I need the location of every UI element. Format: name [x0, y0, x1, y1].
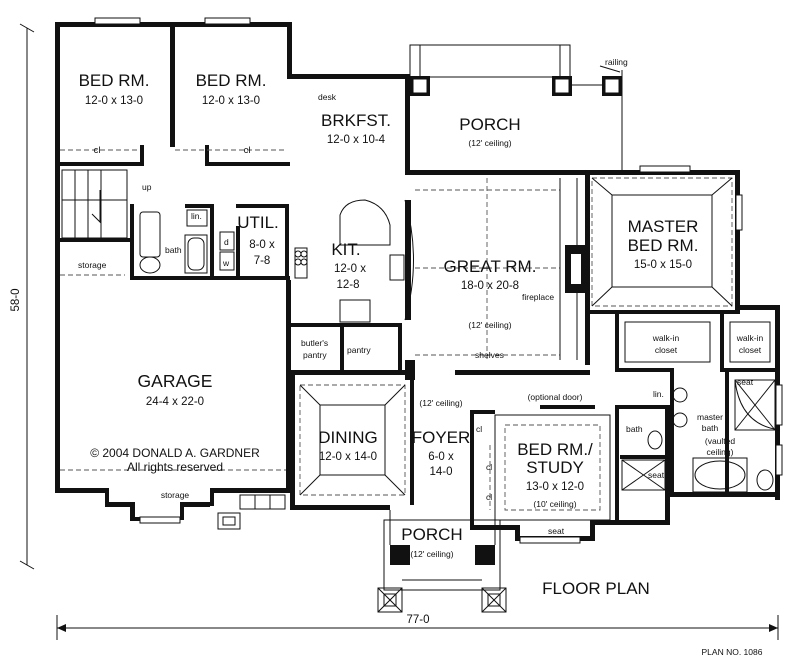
kitchen-dims-1: 12-0 x: [334, 263, 366, 275]
depth-dimension-label: 58-0: [10, 288, 22, 311]
util-dims-1: 8-0 x: [249, 239, 275, 251]
columns: [217, 76, 622, 613]
master-name-1: MASTER: [628, 217, 699, 236]
front-porch-name: PORCH: [401, 525, 462, 544]
bath-label: bath: [165, 245, 182, 255]
walkin-left-2: closet: [655, 345, 678, 355]
master-name-2: BED RM.: [628, 236, 699, 255]
kitchen-name: KIT.: [331, 240, 360, 259]
util-name: UTIL.: [237, 213, 279, 232]
shelves-label: shelves: [475, 350, 504, 360]
dining-name: DINING: [318, 428, 378, 447]
windows: [94, 17, 783, 544]
dryer-label: d: [224, 237, 229, 247]
bed-room-1-dims: 12-0 x 13-0: [85, 95, 143, 107]
master-bath-seat: seat: [737, 377, 754, 387]
walls: [55, 22, 780, 541]
foyer-dims-2: 14-0: [429, 466, 452, 478]
breakfast-dims: 12-0 x 10-4: [327, 134, 386, 146]
butlers-pantry-2: pantry: [303, 350, 327, 360]
rear-porch-ceiling: (12' ceiling): [468, 138, 511, 148]
study-closet-1: cl: [486, 462, 492, 472]
master-bath-3: (vaulted: [705, 436, 736, 446]
bath2-name: bath: [626, 424, 643, 434]
stair-up-label: up: [142, 182, 152, 192]
garage-steps: [239, 494, 286, 510]
great-room-name: GREAT RM.: [444, 257, 537, 276]
foyer-dims-1: 6-0 x: [428, 451, 454, 463]
foyer-name: FOYER: [412, 428, 471, 447]
width-dimension-label: 77-0: [406, 614, 429, 626]
fixtures: [60, 149, 781, 510]
bed-room-1-name: BED RM.: [79, 71, 150, 90]
front-porch-ceiling: (12' ceiling): [410, 549, 453, 559]
master-bath-2: bath: [702, 423, 719, 433]
study-ceiling: (10' ceiling): [533, 499, 576, 509]
walkin-right-1: walk-in: [736, 333, 764, 343]
railing-label: railing: [605, 57, 628, 67]
foyer-ceiling: (12' ceiling): [419, 398, 462, 408]
bed-room-2-dims: 12-0 x 13-0: [202, 95, 260, 107]
rear-porch-outline: [409, 44, 623, 170]
master-bath-4: ceiling): [707, 447, 734, 457]
bed-room-2-closet: cl: [244, 145, 251, 156]
rear-porch-name: PORCH: [459, 115, 520, 134]
study-name-1: BED RM./: [517, 440, 593, 459]
study-name-2: STUDY: [526, 458, 584, 477]
ceiling-trays: [299, 177, 733, 521]
bath2-seat: seat: [648, 470, 665, 480]
great-room-ceiling: (12' ceiling): [468, 320, 511, 330]
breakfast-name: BRKFST.: [321, 111, 391, 130]
garage-name: GARAGE: [138, 371, 213, 391]
kitchen-dims-2: 12-8: [336, 279, 359, 291]
study-dims: 13-0 x 12-0: [526, 481, 584, 493]
util-lin-label: lin.: [191, 211, 202, 221]
fireplace-label: fireplace: [522, 292, 554, 302]
pantry-label: pantry: [347, 345, 371, 355]
butlers-pantry-1: butler's: [301, 338, 328, 348]
desk-label: desk: [318, 92, 337, 102]
master-dims: 15-0 x 15-0: [634, 259, 692, 271]
study-closet-2: cl: [486, 492, 492, 502]
garage-dims: 24-4 x 22-0: [146, 396, 204, 408]
foyer-closet: cl: [476, 424, 482, 434]
storage-top-label: storage: [78, 260, 107, 270]
bed-room-1-closet: cl: [94, 145, 101, 156]
walkin-left-1: walk-in: [652, 333, 680, 343]
dining-dims: 12-0 x 14-0: [319, 451, 377, 463]
storage-bottom-label: storage: [161, 490, 190, 500]
plan-number: PLAN NO. 1086: [702, 647, 763, 657]
copyright-line-2: All rights reserved: [127, 460, 223, 474]
width-dimension-line: [56, 615, 779, 640]
util-dims-2: 7-8: [254, 255, 271, 267]
floor-plan-title: FLOOR PLAN: [542, 579, 650, 598]
walkin-right-2: closet: [739, 345, 762, 355]
master-bath-1: master: [697, 412, 723, 422]
bath2-lin: lin.: [653, 389, 664, 399]
great-room-dims: 18-0 x 20-8: [461, 280, 519, 292]
depth-dimension-line: [19, 23, 35, 570]
washer-label: w: [222, 258, 230, 268]
study-seat: seat: [548, 526, 565, 536]
bed-room-2-name: BED RM.: [196, 71, 267, 90]
copyright-line-1: © 2004 DONALD A. GARDNER: [90, 446, 260, 460]
optional-door-label: (optional door): [528, 392, 583, 402]
